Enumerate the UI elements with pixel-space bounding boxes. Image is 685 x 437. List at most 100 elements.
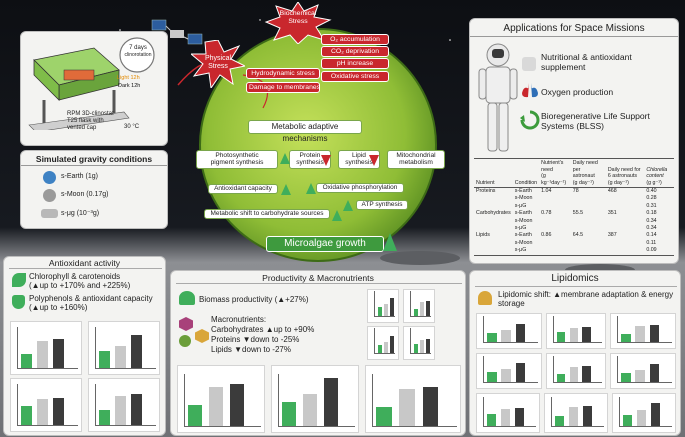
- y-axis: [553, 315, 554, 343]
- productivity-title: Productivity & Macronutrients: [262, 273, 374, 283]
- table-cell: s-Moon: [514, 195, 533, 202]
- x-axis: [483, 426, 536, 427]
- mini-chart: [177, 365, 265, 433]
- recycle-icon: [520, 110, 540, 130]
- x-axis: [95, 368, 156, 369]
- carbohydrate-icon: [179, 317, 193, 331]
- chart-bar: [582, 405, 592, 426]
- chart-bar: [650, 403, 660, 426]
- x-axis: [374, 353, 395, 354]
- down-arrow-icon: [369, 155, 379, 166]
- chart-bar: [37, 399, 48, 425]
- table-cell: [474, 218, 513, 225]
- table-cell: s-μG: [514, 202, 527, 209]
- table-cell: 0.31: [646, 202, 657, 209]
- app-nutrition: Nutritional & antioxidant supplement: [541, 52, 632, 72]
- chart-bar: [515, 362, 526, 382]
- col-six-astronauts: Daily need for 6 astronauts(g day⁻¹): [607, 166, 641, 186]
- mini-chart: [544, 393, 608, 433]
- table-row: s-Moon 0.34: [474, 218, 674, 225]
- chart-bar: [303, 393, 317, 426]
- table-cell: [571, 225, 606, 232]
- table-cell: [606, 247, 644, 255]
- up-arrow-icon: [280, 153, 290, 164]
- table-cell: 78: [572, 188, 579, 194]
- chart-bar: [390, 298, 394, 316]
- chart-bar: [649, 324, 660, 342]
- table-cell: s-Moon: [514, 217, 533, 224]
- antioxidant-line1b: (▲up to +170% and +225%): [29, 281, 131, 290]
- box-carb-shift: Metabolic shift to carbohydrate sources: [204, 209, 330, 219]
- table-cell: Carbohydrates: [476, 210, 511, 217]
- station-icon: [41, 209, 58, 218]
- chart-bar: [324, 378, 338, 426]
- chart-bar: [582, 365, 591, 382]
- chart-bar: [649, 363, 660, 382]
- chart-bar: [21, 353, 32, 368]
- lipid-icon: [179, 335, 191, 347]
- y-axis: [374, 328, 375, 354]
- chart-bar: [500, 409, 510, 426]
- table-cell: 0.09: [646, 247, 657, 254]
- table-cell: 0.18: [646, 210, 657, 217]
- table-cell: [571, 218, 606, 225]
- table-row: s-μG 0.09: [474, 247, 674, 255]
- chart-bar: [53, 338, 65, 368]
- x-axis: [278, 426, 355, 427]
- col-condition: Condition: [514, 179, 538, 186]
- y-axis: [483, 396, 484, 427]
- col-nutrient: Nutrient: [476, 179, 495, 186]
- carbs-line: Carbohydrates ▲up to +90%: [211, 325, 315, 334]
- chart-bar: [557, 374, 566, 382]
- table-cell: [606, 218, 644, 225]
- x-axis: [553, 342, 602, 343]
- applications-title: Applications for Space Missions: [503, 23, 645, 34]
- down-arrow-icon: [321, 155, 331, 166]
- table-cell: [539, 195, 571, 202]
- chart-bar: [414, 308, 418, 316]
- chart-bar: [384, 303, 388, 316]
- box-oxphos: Oxidative phosphorylation: [316, 183, 404, 193]
- mini-chart: [88, 378, 160, 432]
- table-cell: [539, 240, 571, 247]
- physical-stress-star: [191, 40, 245, 88]
- mini-chart: [10, 378, 82, 432]
- mini-chart: [612, 393, 676, 433]
- x-axis: [372, 426, 457, 427]
- table-cell: 0.34: [646, 217, 657, 224]
- y-axis: [553, 355, 554, 383]
- chart-bar: [282, 402, 296, 426]
- app-blss: Bioregenerative Life Support Systems (BL…: [541, 111, 650, 131]
- mini-chart: [476, 313, 542, 349]
- x-axis: [551, 426, 604, 427]
- x-axis: [483, 382, 538, 383]
- applications-panel: Applications for Space Missions Nutritio…: [469, 18, 679, 264]
- col-need: Nutrient's need(g kg⁻¹day⁻¹): [541, 160, 567, 186]
- chart-bar: [115, 395, 126, 425]
- y-axis: [551, 396, 552, 427]
- y-axis: [483, 355, 484, 383]
- table-cell: [474, 225, 513, 232]
- table-cell: 387: [607, 232, 617, 239]
- biomass-icon: [179, 291, 195, 305]
- shield-icon: [12, 295, 25, 309]
- chart-bar: [501, 368, 511, 382]
- table-cell: s-μG: [514, 247, 527, 254]
- chart-bar: [514, 408, 524, 426]
- chart-bar: [621, 333, 631, 342]
- table-cell: 0.34: [646, 225, 657, 232]
- table-cell: 0.11: [646, 239, 657, 246]
- chart-bar: [420, 302, 424, 316]
- table-cell: [606, 240, 644, 247]
- temperature-label: 30 °C: [124, 124, 140, 130]
- y-axis: [410, 328, 411, 354]
- x-axis: [17, 425, 78, 426]
- lungs-icon: [522, 83, 538, 98]
- stress-o2: O₂ accumulation: [321, 34, 389, 45]
- y-axis: [619, 396, 620, 427]
- mini-chart: [546, 353, 606, 389]
- x-axis: [617, 342, 672, 343]
- table-cell: 0.40: [646, 188, 657, 194]
- antioxidant-line2: Polyphenols & antioxidant capacity: [29, 294, 153, 303]
